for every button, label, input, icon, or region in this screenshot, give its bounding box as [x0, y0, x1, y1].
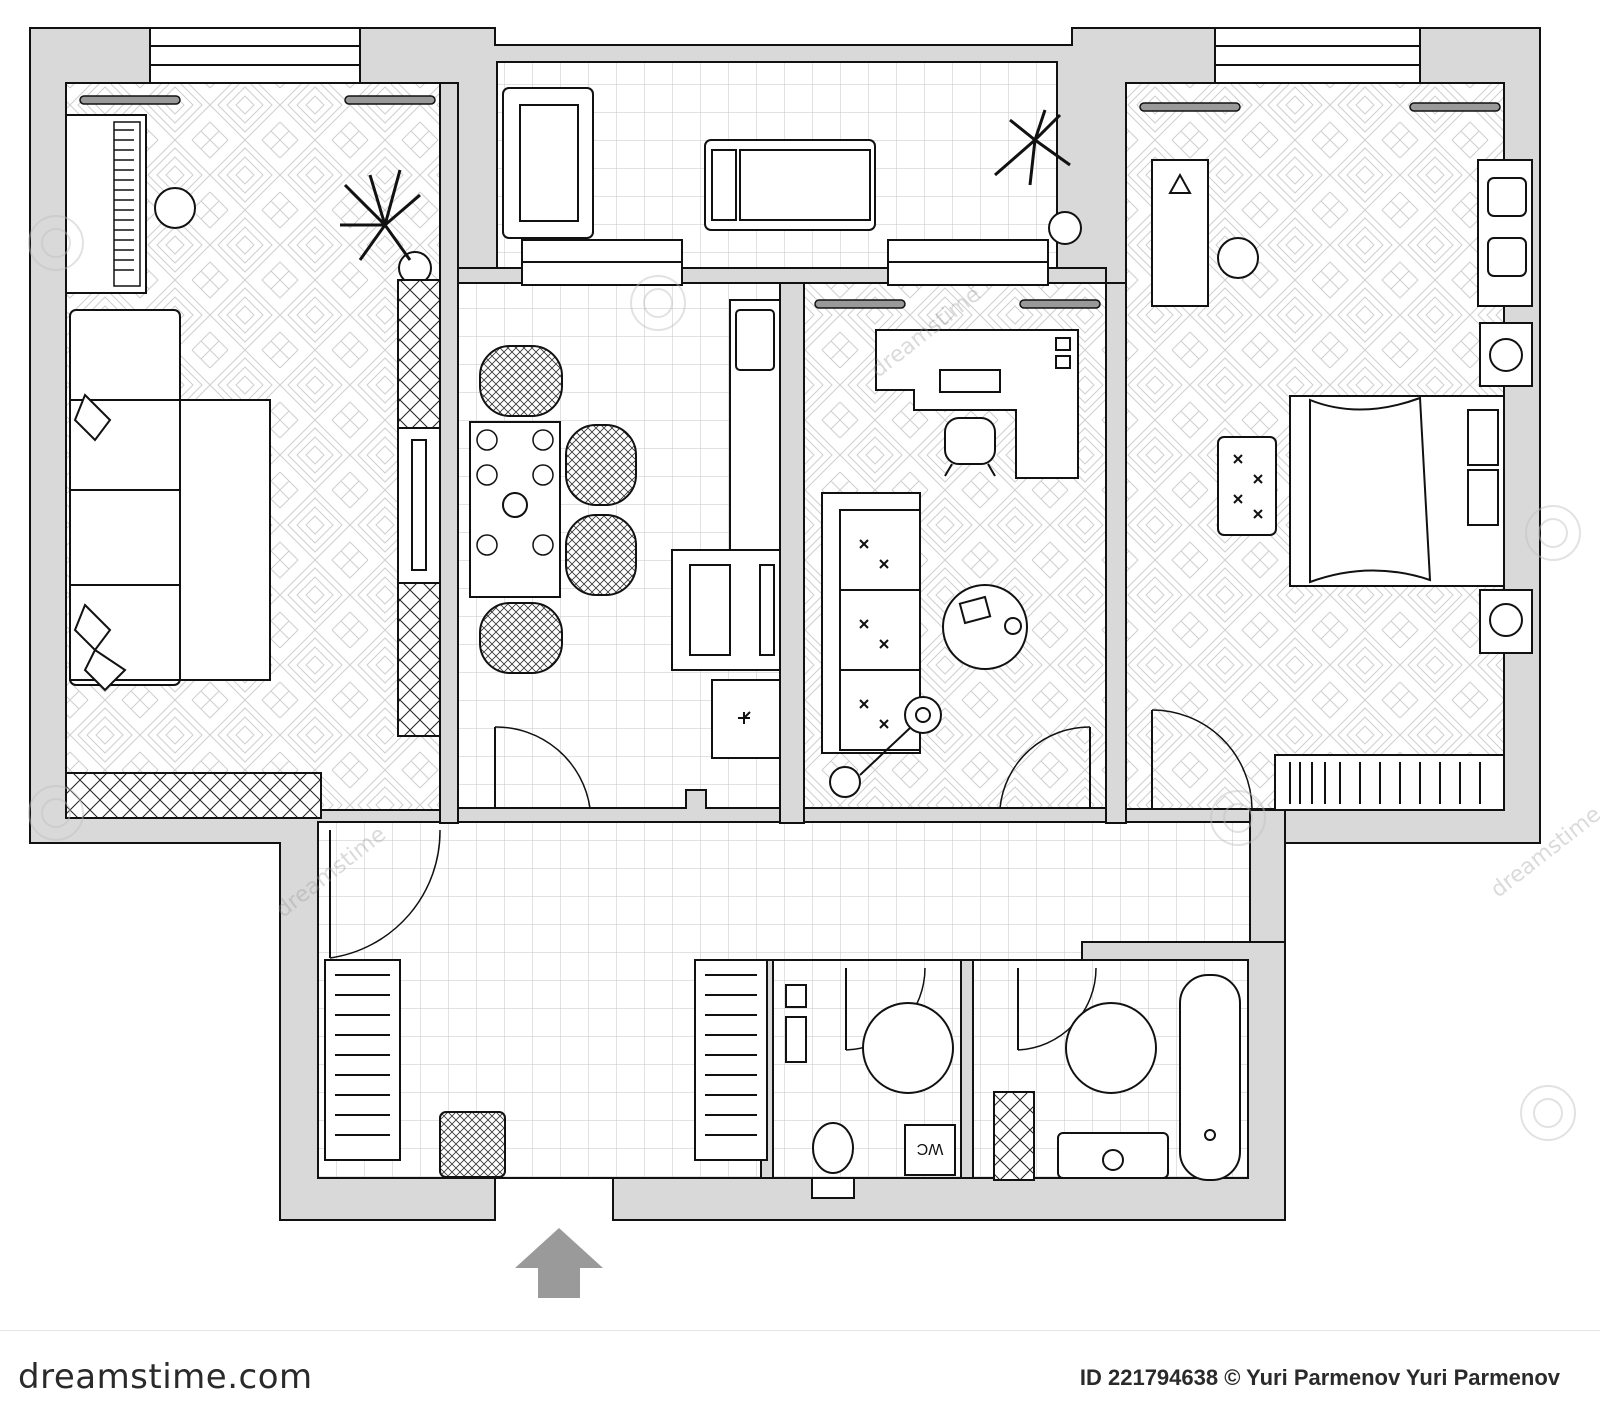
bathtub-icon [1179, 974, 1241, 1181]
stock-footer: dreamstime.com ID 221794638 © Yuri Parme… [0, 1330, 1600, 1420]
balcony-plant-icon [994, 109, 1082, 245]
office-chair-icon [944, 417, 996, 477]
toilet-shelf-icon [785, 984, 807, 1063]
toilet-icon [811, 1122, 855, 1199]
bed-icon [1289, 395, 1505, 587]
stock-brand-logo[interactable]: dreamstime.com [18, 1357, 313, 1397]
floor-plan: WC [29, 27, 1541, 1298]
armchair-icon [502, 87, 594, 239]
hall-pouf-icon [439, 1111, 506, 1178]
bench-icon [1217, 436, 1277, 536]
dining-table-icon [469, 421, 561, 598]
entrance-arrow-icon [515, 1228, 603, 1298]
sink-icon [1057, 1132, 1169, 1179]
tv-unit-icon [397, 279, 441, 737]
image-credit: ID 221794638 © Yuri Parmenov Yuri Parmen… [1079, 1365, 1560, 1390]
round-table-icon [942, 584, 1028, 670]
sideboard-icon [65, 772, 322, 819]
wc-sign-icon: WC [904, 1124, 956, 1176]
treadmill-icon [704, 139, 876, 231]
floor-lamp-icon [829, 696, 942, 798]
stool-icon [154, 187, 196, 229]
wc-label: WC [917, 1140, 944, 1157]
sofa-icon [69, 309, 271, 692]
kitchen-counter-icon [671, 299, 781, 759]
hall-wardrobe-icon [324, 959, 768, 1161]
windows [149, 27, 1421, 286]
bath-mat-icon [862, 1002, 1157, 1094]
dining-chair-icon [479, 345, 637, 674]
bath-cabinet-icon [993, 1091, 1035, 1181]
piano-icon [65, 114, 147, 294]
desk-icon [875, 329, 1079, 479]
ottoman-icon [1217, 237, 1259, 279]
wardrobe-icon [1274, 754, 1505, 811]
study-sofa-icon [821, 492, 921, 754]
nightstand-icon [1479, 322, 1533, 654]
curtain-icon [79, 95, 1501, 309]
dresser-icon [1151, 159, 1533, 307]
